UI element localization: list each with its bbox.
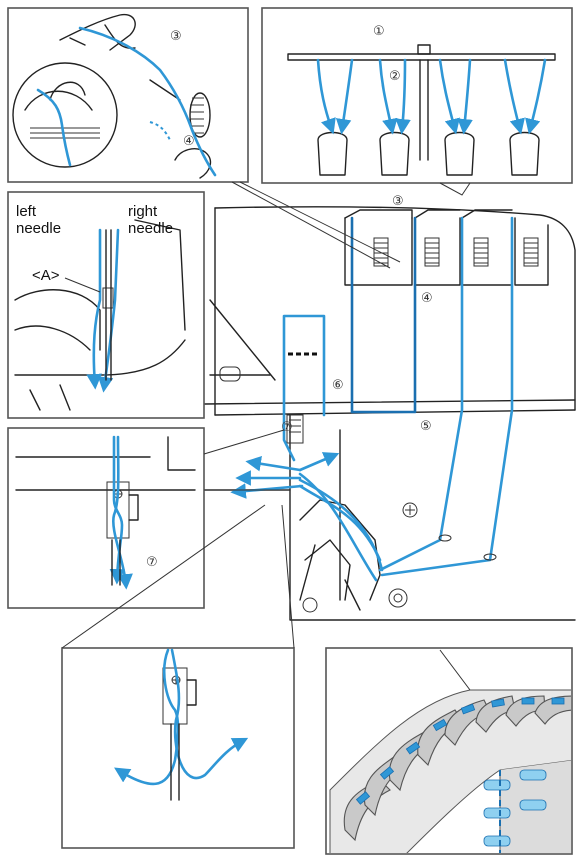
panel-threads-pulled — [62, 648, 294, 848]
step-4-label-top: ④ — [183, 134, 195, 149]
step-5-label: ⑤ — [420, 419, 432, 434]
right-needle-label-line1: right — [128, 203, 158, 220]
panel-finished-stitch — [326, 648, 575, 860]
main-view-threads — [235, 218, 512, 580]
left-needle-label-line1: left — [16, 203, 37, 220]
thread-guide-columns — [345, 210, 548, 285]
serger-machine-body — [205, 207, 575, 620]
left-needle-label-line2: needle — [16, 220, 61, 237]
panel-needle-threading: left needle right needle <A> — [8, 192, 204, 418]
step-3-label-top: ③ — [170, 29, 182, 44]
step-3-label-main: ③ — [392, 194, 404, 209]
step-4-label-main: ④ — [421, 291, 433, 306]
panel-thread-through-tension: ③ ④ — [8, 8, 248, 182]
step-7-label-main: ⑦ — [281, 420, 293, 435]
step-2-label: ② — [389, 69, 401, 84]
panel-presser-foot: ⑦ — [8, 428, 204, 608]
panel-spool-stand: ① ② — [262, 8, 572, 183]
point-a-label: <A> — [32, 267, 60, 284]
step-6-label: ⑥ — [332, 378, 344, 393]
step-1-label: ① — [373, 24, 385, 39]
right-needle-label-line2: needle — [128, 220, 173, 237]
step-7-label-foot: ⑦ — [146, 555, 158, 570]
